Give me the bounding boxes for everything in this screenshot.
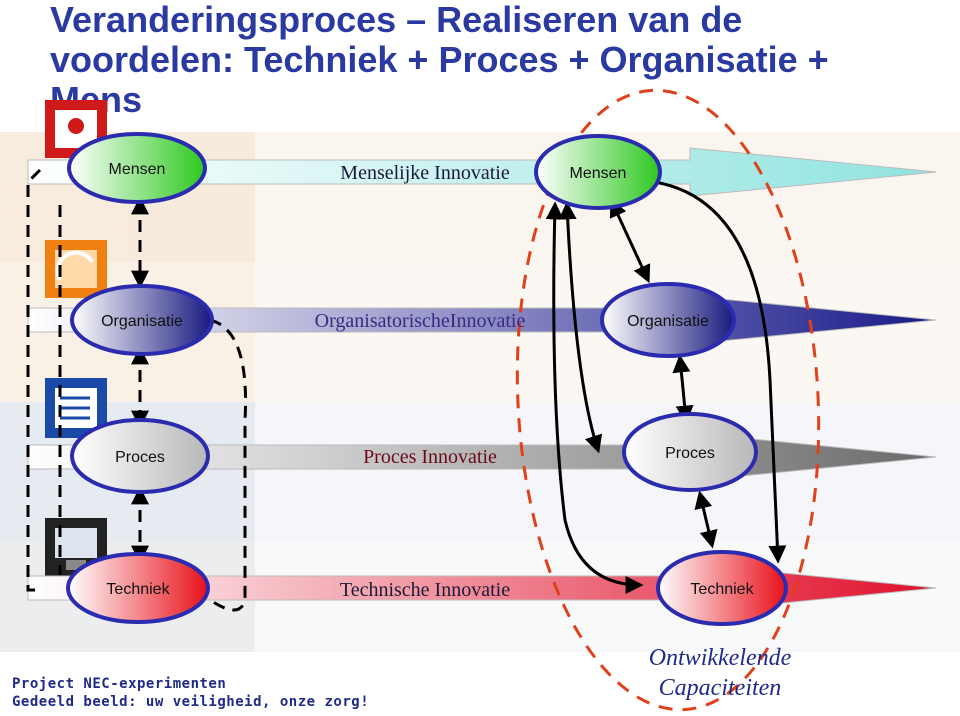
caption-capaciteiten: Capaciteiten [658, 675, 782, 701]
node-organisatie-right [600, 282, 736, 358]
label-proces-innovatie: Proces Innovatie [363, 446, 497, 468]
caption-ontwikkelende: Ontwikkelende [648, 645, 792, 671]
label-techniek-right: Techniek [690, 581, 754, 598]
innovation-labels: Menselijke Innovatie OrganisatorischeInn… [315, 162, 526, 601]
label-technische-innovatie: Technische Innovatie [340, 579, 510, 601]
label-proces-left: Proces [115, 449, 165, 466]
footer-project: Project NEC-experimenten [12, 676, 227, 692]
node-organisatie-left [70, 284, 214, 356]
right-connectors [545, 178, 787, 594]
label-mensen-left: Mensen [109, 161, 166, 178]
label-menselijke-innovatie: Menselijke Innovatie [340, 162, 510, 184]
developing-capabilities-oval [515, 88, 821, 712]
label-techniek-left: Techniek [106, 581, 170, 598]
label-organisatorische-innovatie: OrganisatorischeInnovatie [315, 310, 526, 332]
node-mensen-left [67, 132, 207, 204]
page-title: Veranderingsproces – Realiseren van de v… [50, 0, 829, 120]
label-organisatie-left: Organisatie [101, 313, 183, 330]
organisation-icon [45, 240, 107, 298]
label-mensen-right: Mensen [570, 165, 627, 182]
label-organisatie-right: Organisatie [627, 313, 709, 330]
node-proces-right [622, 412, 758, 492]
left-dashed-connectors [26, 168, 248, 612]
node-proces-left [70, 418, 210, 494]
node-mensen-right [534, 134, 662, 210]
node-labels: Mensen Organisatie Proces Techniek Mense… [101, 161, 754, 598]
footer-tagline: Gedeeld beeld: uw veiligheid, onze zorg! [12, 694, 370, 710]
left-nodes [66, 132, 214, 624]
node-techniek-right [656, 550, 788, 626]
node-techniek-left [66, 552, 210, 624]
right-nodes [534, 134, 788, 626]
label-proces-right: Proces [665, 445, 715, 462]
